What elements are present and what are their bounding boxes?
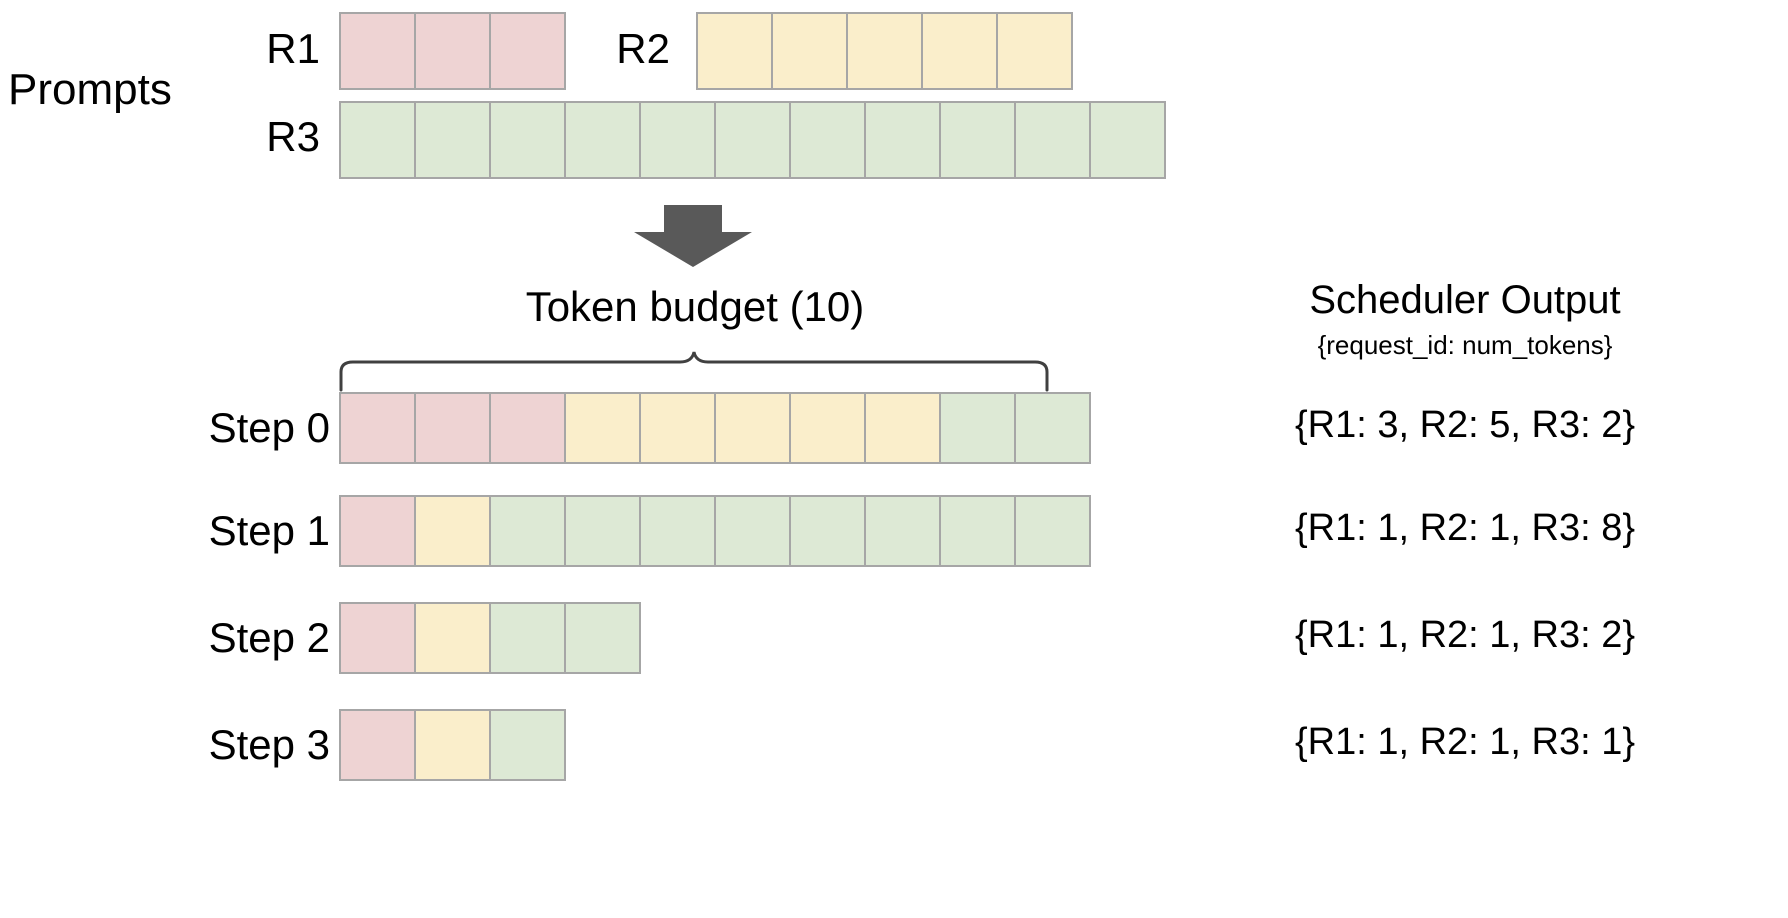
step-label-0: Step 0 [208, 404, 330, 451]
token-cell [1014, 101, 1091, 179]
token-cell [864, 101, 941, 179]
token-cell [939, 101, 1016, 179]
step-token-row-0 [339, 392, 1091, 464]
token-cell [339, 709, 416, 781]
token-cell [414, 101, 491, 179]
token-cell [864, 495, 941, 567]
token-cell [771, 12, 848, 90]
step-token-row-2 [339, 602, 641, 674]
token-cell [789, 392, 866, 464]
token-cell [1089, 101, 1166, 179]
curly-brace-icon [339, 351, 1049, 392]
token-cell [789, 495, 866, 567]
token-cell [414, 392, 491, 464]
step-output-3: {R1: 1, R2: 1, R3: 1} [1294, 721, 1636, 763]
request-label-r2: R2 [616, 25, 670, 72]
token-cell [489, 392, 566, 464]
token-cell [639, 495, 716, 567]
token-cell [414, 602, 491, 674]
step-output-0: {R1: 3, R2: 5, R3: 2} [1294, 404, 1636, 446]
token-cell [339, 495, 416, 567]
scheduler-output-title: Scheduler Output [1309, 278, 1621, 322]
token-cell [414, 12, 491, 90]
token-cell [639, 392, 716, 464]
token-cell [921, 12, 998, 90]
token-budget-label: Token budget (10) [525, 283, 865, 330]
token-cell [339, 392, 416, 464]
token-cell [489, 12, 566, 90]
step-output-2: {R1: 1, R2: 1, R3: 2} [1294, 614, 1636, 656]
token-cell [564, 101, 641, 179]
request-label-r1: R1 [266, 25, 320, 72]
prompt-row-r1 [339, 12, 566, 90]
token-cell [639, 101, 716, 179]
token-cell [564, 495, 641, 567]
token-cell [846, 12, 923, 90]
token-cell [939, 392, 1016, 464]
token-cell [414, 709, 491, 781]
step-label-2: Step 2 [208, 614, 330, 661]
token-cell [564, 392, 641, 464]
step-output-1: {R1: 1, R2: 1, R3: 8} [1294, 507, 1636, 549]
step-label-1: Step 1 [208, 507, 330, 554]
token-cell [489, 495, 566, 567]
scheduler-output-subtitle: {request_id: num_tokens} [1317, 330, 1613, 360]
prompts-section-label: Prompts [8, 65, 172, 114]
request-label-r3: R3 [266, 113, 320, 160]
down-arrow-icon [634, 205, 752, 267]
token-cell [489, 709, 566, 781]
token-cell [939, 495, 1016, 567]
token-cell [864, 392, 941, 464]
token-cell [696, 12, 773, 90]
prompt-row-r2 [696, 12, 1073, 90]
token-cell [339, 101, 416, 179]
token-cell [714, 101, 791, 179]
token-cell [996, 12, 1073, 90]
token-cell [489, 602, 566, 674]
token-cell [714, 495, 791, 567]
step-label-3: Step 3 [208, 721, 330, 768]
step-token-row-1 [339, 495, 1091, 567]
prompt-row-r3 [339, 101, 1166, 179]
token-cell [1014, 392, 1091, 464]
step-token-row-3 [339, 709, 566, 781]
token-cell [564, 602, 641, 674]
token-cell [489, 101, 566, 179]
token-cell [789, 101, 866, 179]
token-cell [714, 392, 791, 464]
token-cell [339, 12, 416, 90]
token-cell [1014, 495, 1091, 567]
token-cell [339, 602, 416, 674]
token-cell [414, 495, 491, 567]
